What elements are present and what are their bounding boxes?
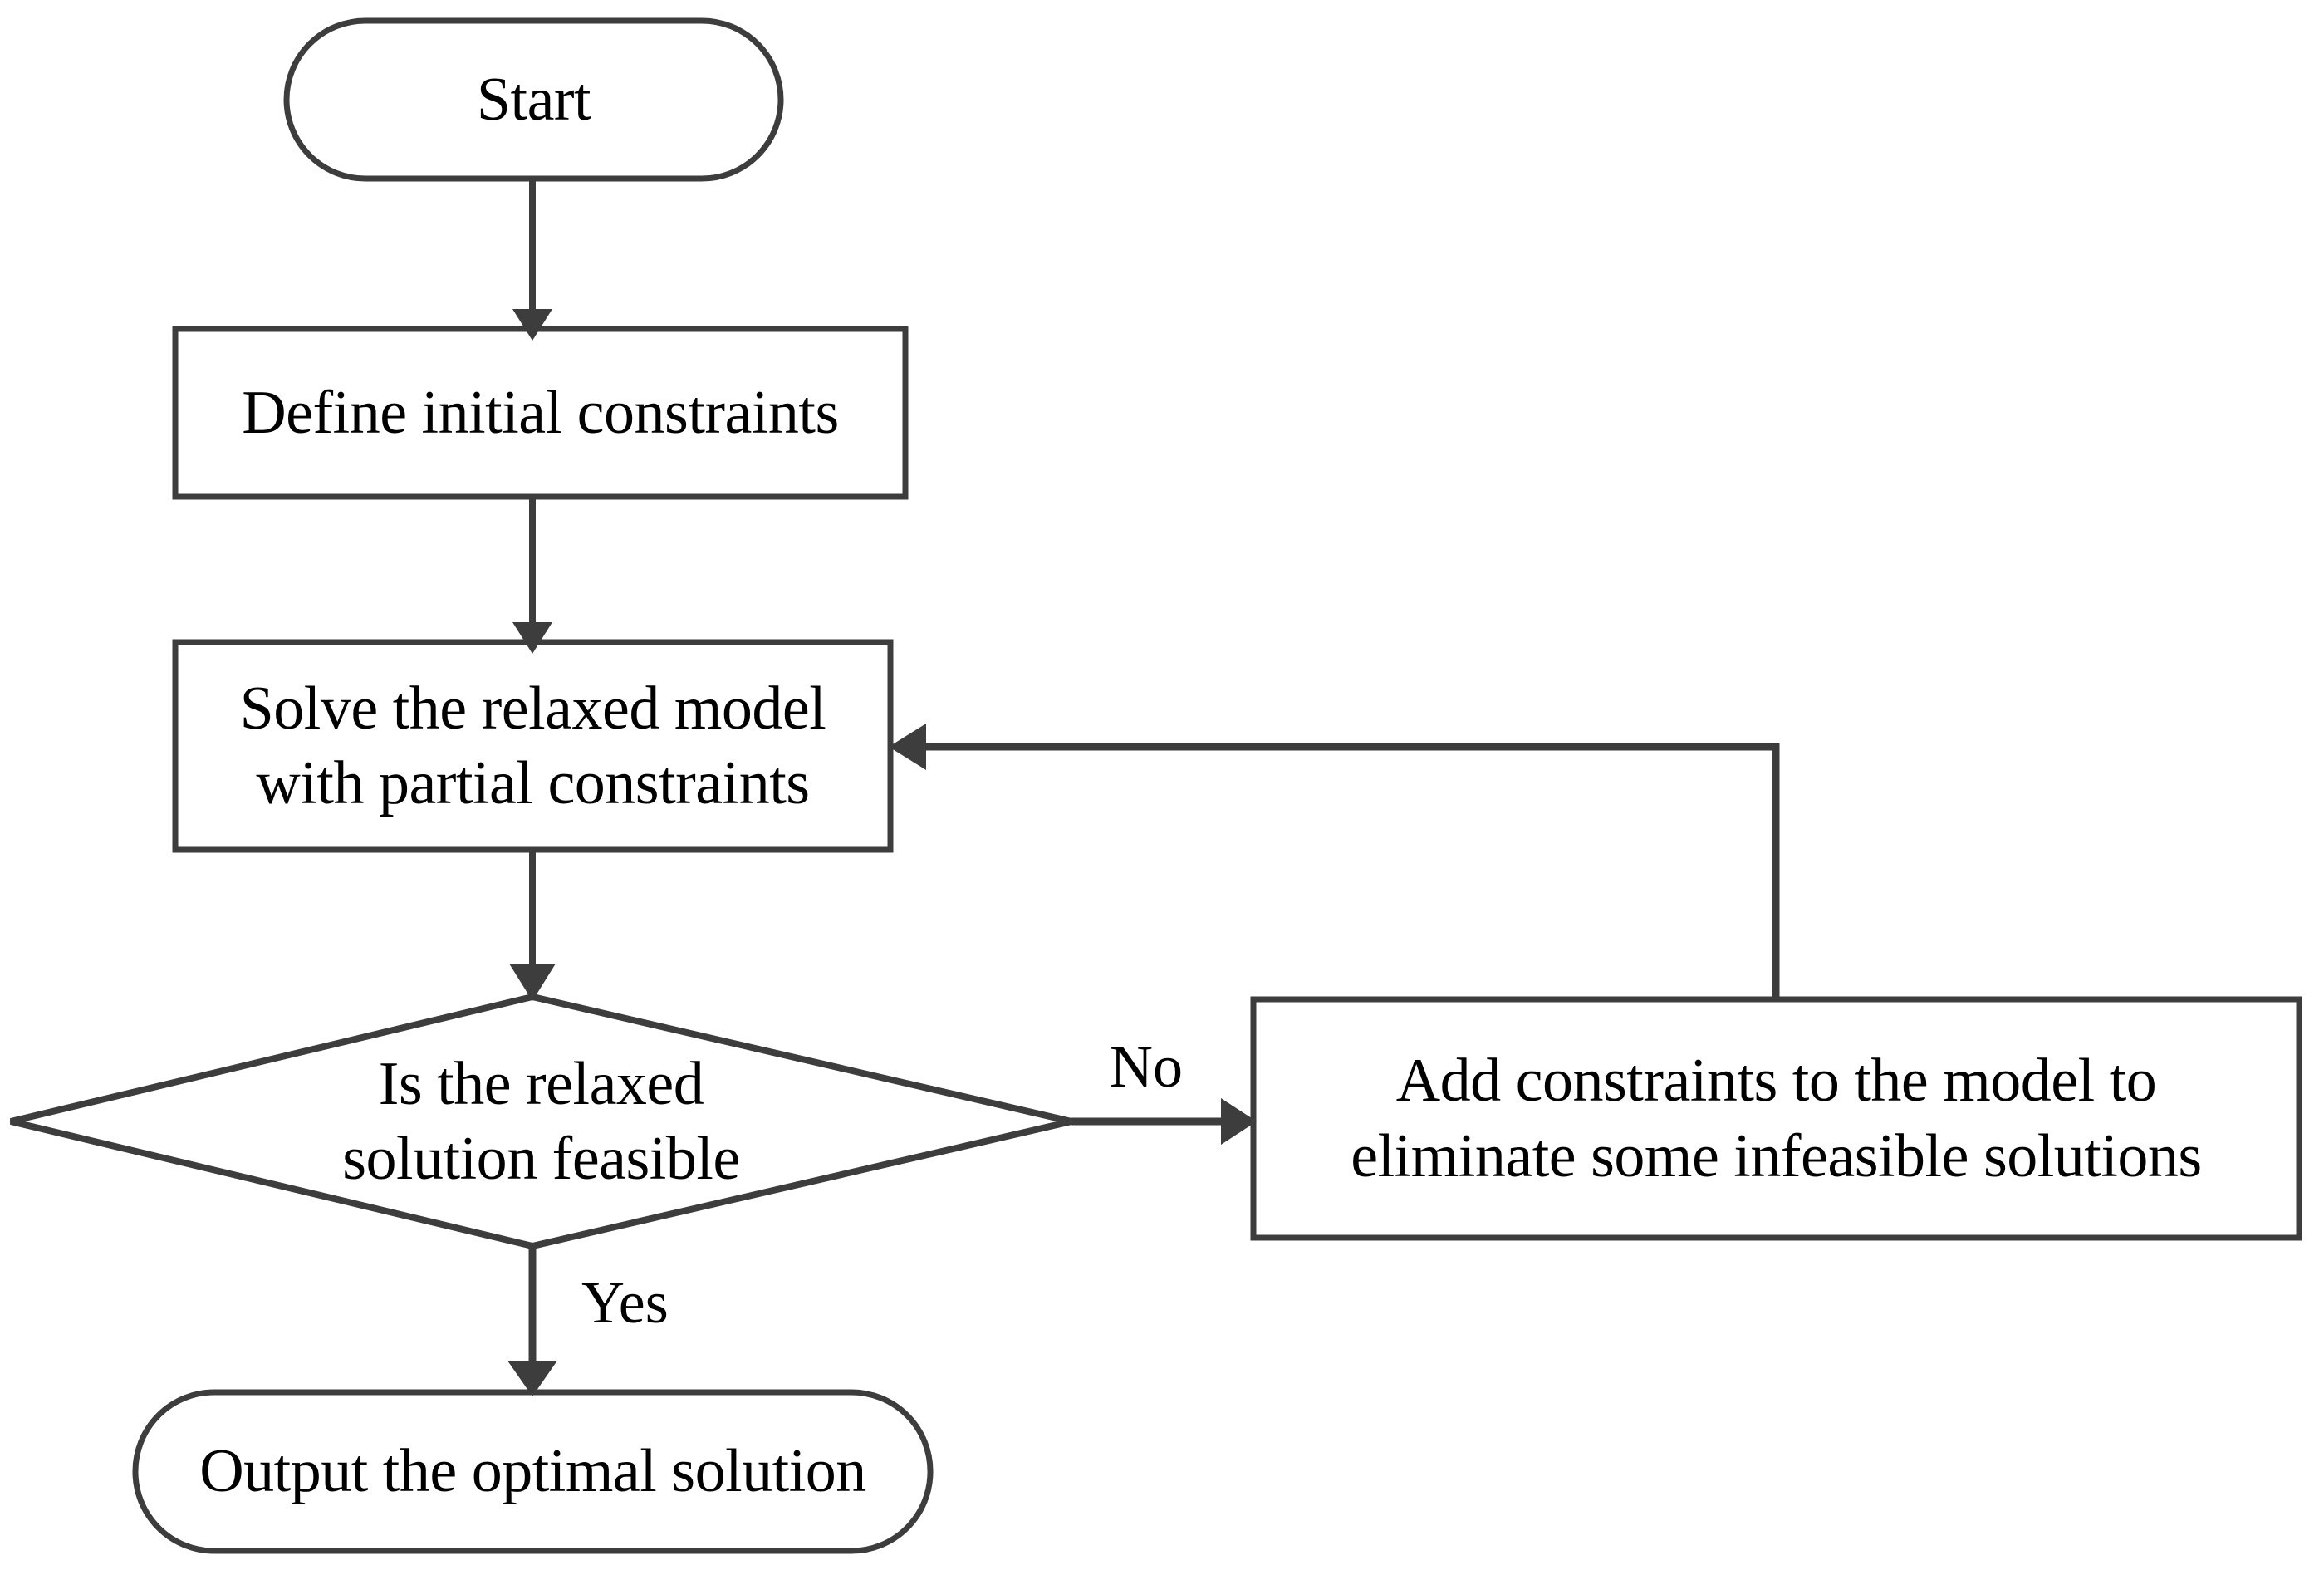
edge-add-solve-feedback xyxy=(889,724,1780,999)
node-decision-shape xyxy=(10,993,1072,1250)
edge-decision-output xyxy=(507,1246,557,1396)
edge-solve-decision xyxy=(509,850,556,1001)
edge-label-yes: Yes xyxy=(581,1269,669,1336)
edge-define-solve xyxy=(512,497,552,654)
edge-decision-add xyxy=(1071,1098,1257,1145)
node-add-shape xyxy=(1250,996,2302,1241)
edge-label-no: No xyxy=(1110,1033,1183,1100)
node-define-shape xyxy=(172,326,909,500)
edge-start-define xyxy=(512,179,552,341)
node-start-shape xyxy=(283,17,784,182)
node-solve-shape xyxy=(172,639,894,853)
node-output-shape xyxy=(132,1389,934,1554)
